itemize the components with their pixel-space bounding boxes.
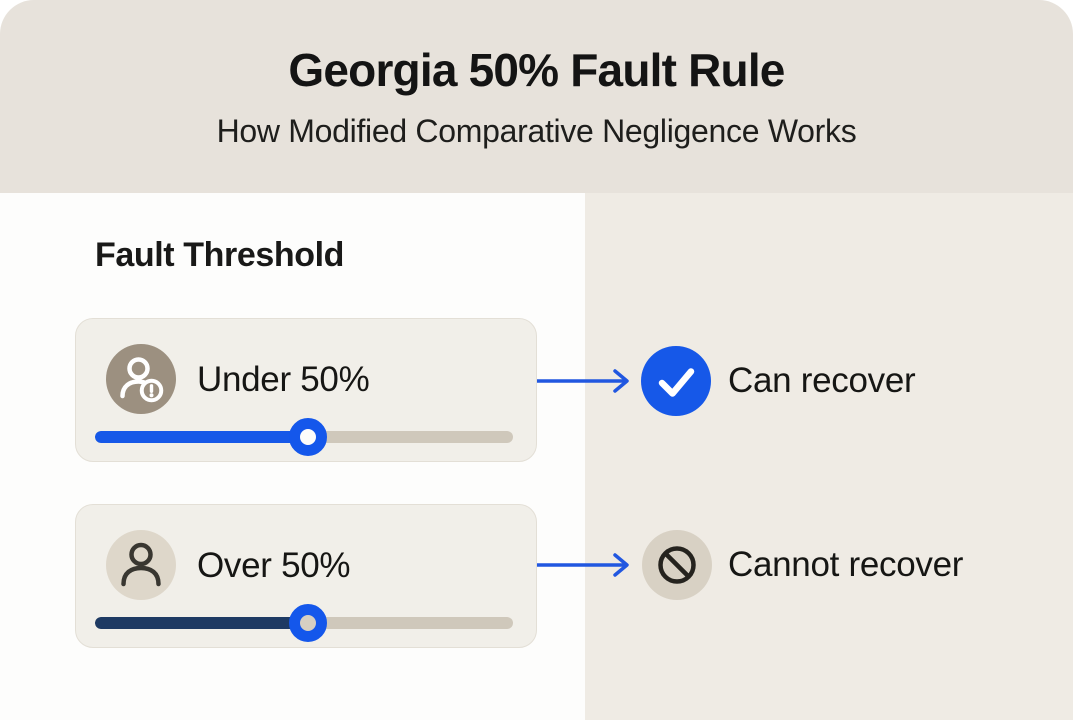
arrow-right-icon bbox=[537, 369, 629, 393]
threshold-card-over-50: Over 50% bbox=[75, 504, 537, 648]
slider-fill bbox=[95, 617, 309, 629]
person-alert-icon bbox=[106, 344, 176, 414]
outcome-label-can-recover: Can recover bbox=[728, 361, 916, 400]
threshold-label: Over 50% bbox=[197, 546, 351, 585]
threshold-label: Under 50% bbox=[197, 360, 370, 399]
arrow-right-icon bbox=[537, 553, 629, 577]
ban-icon bbox=[642, 530, 712, 600]
page-title: Georgia 50% Fault Rule bbox=[288, 44, 785, 96]
outcome-panel bbox=[585, 193, 1073, 720]
slider-fill bbox=[95, 431, 309, 443]
slider-thumb[interactable] bbox=[289, 604, 328, 642]
page-subtitle: How Modified Comparative Negligence Work… bbox=[216, 113, 857, 149]
body: Fault Threshold Under 50% bbox=[0, 193, 1073, 720]
fault-slider-under-50[interactable] bbox=[95, 418, 513, 456]
slider-thumb[interactable] bbox=[289, 418, 328, 456]
section-heading: Fault Threshold bbox=[95, 236, 345, 274]
outcome-label-cannot-recover: Cannot recover bbox=[728, 545, 964, 584]
person-icon bbox=[106, 530, 176, 600]
header: Georgia 50% Fault Rule How Modified Comp… bbox=[0, 0, 1073, 193]
threshold-card-under-50: Under 50% bbox=[75, 318, 537, 462]
fault-slider-over-50[interactable] bbox=[95, 604, 513, 642]
checkmark-icon bbox=[641, 346, 711, 416]
